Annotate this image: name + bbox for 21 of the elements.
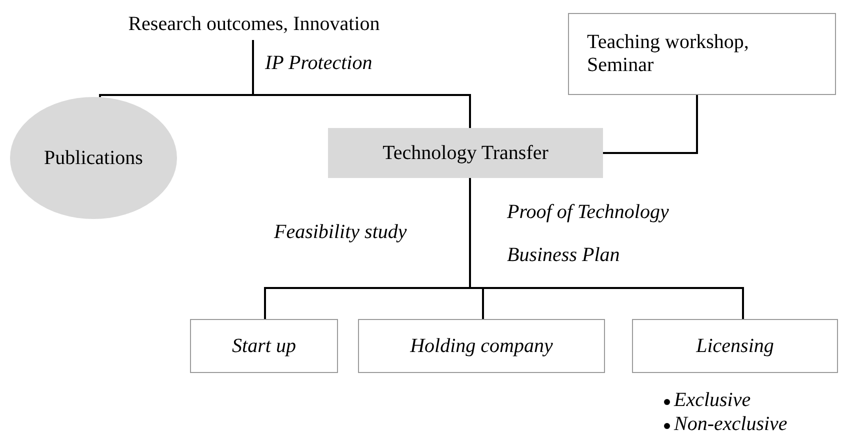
process-box bbox=[328, 128, 603, 178]
step-label: Proof of Technology bbox=[507, 201, 669, 224]
process-box bbox=[568, 13, 836, 95]
bullet-item: Non-exclusive bbox=[674, 413, 788, 435]
connector-line bbox=[603, 95, 698, 154]
process-box bbox=[632, 319, 838, 373]
process-box bbox=[358, 319, 605, 373]
connector-line bbox=[252, 40, 471, 128]
bullet-item: Exclusive bbox=[674, 389, 751, 411]
node-label: Holding company bbox=[410, 334, 553, 358]
node-label: Research outcomes, Innovation bbox=[128, 12, 380, 36]
step-label: Business Plan bbox=[507, 244, 620, 267]
step-label: Feasibility study bbox=[274, 221, 407, 244]
process-box bbox=[190, 319, 338, 373]
node-label: Licensing bbox=[696, 334, 774, 358]
node-label: Teaching workshop, Seminar bbox=[587, 31, 750, 77]
step-label: IP Protection bbox=[265, 52, 372, 75]
connector-line bbox=[469, 178, 744, 319]
node-label: Publications bbox=[44, 146, 143, 170]
node-label: Technology Transfer bbox=[382, 142, 548, 164]
node-label: Start up bbox=[232, 334, 296, 358]
